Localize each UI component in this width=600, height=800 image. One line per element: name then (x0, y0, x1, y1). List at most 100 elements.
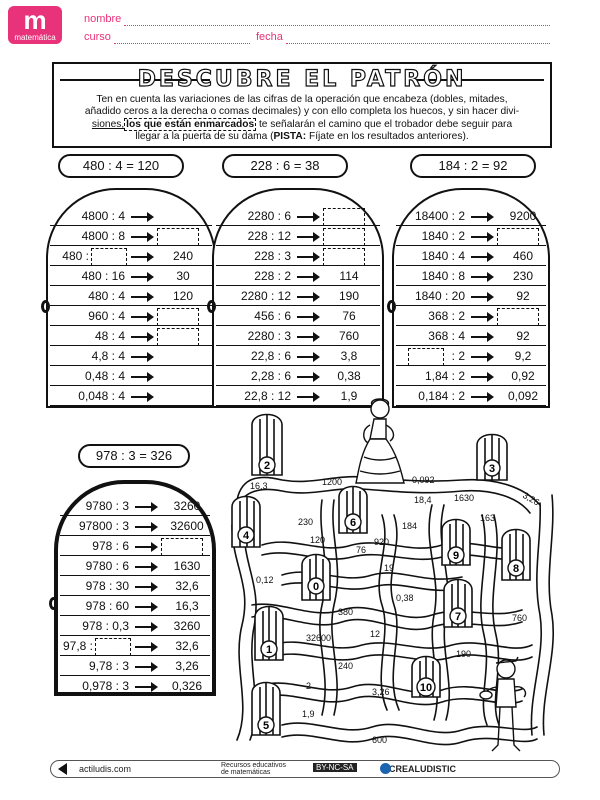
curso-line[interactable] (114, 43, 250, 44)
door-10-number: 10 (420, 682, 432, 694)
nombre-label: nombre (84, 13, 122, 25)
instr-line-4b: PISTA: (273, 131, 307, 143)
fecha-line[interactable] (286, 43, 550, 44)
dividend-divisor: 368 : 2 (428, 309, 465, 323)
curso-label: curso (84, 31, 111, 43)
quotient: 240 (172, 249, 194, 263)
arrow-right-icon (471, 232, 494, 242)
arrow-right-icon (297, 272, 320, 282)
play-icon (380, 763, 391, 774)
troubadour-figure (479, 656, 527, 752)
dividend-divisor: 978 : 0,3 (82, 619, 129, 633)
footer-arrow-icon (58, 763, 67, 775)
footer-site[interactable]: actiludis.com (79, 764, 132, 774)
maze-label: 76 (356, 545, 366, 555)
arrow-right-icon (135, 582, 158, 592)
dividend-divisor: 456 : 6 (254, 309, 291, 323)
quotient: 16,3 (175, 599, 199, 613)
answer-box[interactable] (323, 208, 365, 226)
quotient: 76 (342, 309, 356, 323)
arrow-right-icon (297, 392, 320, 402)
dividend-divisor: 1,84 : 2 (424, 369, 465, 383)
table-row: 978 : 6 (60, 536, 210, 556)
title-rule-right (412, 79, 544, 81)
door-5-number: 5 (263, 720, 269, 732)
table-2-header: 228 : 6 = 38 (222, 154, 348, 178)
dividend-divisor: 97,8 : (62, 639, 93, 653)
maze-label: 3,26 (372, 687, 390, 697)
quotient: 0,326 (171, 679, 203, 693)
table-3-header: 184 : 2 = 92 (410, 154, 536, 178)
answer-box[interactable] (91, 248, 127, 266)
arrow-right-icon (297, 352, 320, 362)
quotient: 120 (172, 289, 194, 303)
answer-box[interactable] (497, 308, 539, 326)
quotient: 3260 (173, 499, 201, 513)
quotient: 760 (338, 329, 360, 343)
quotient: 32600 (170, 519, 204, 533)
instr-line-3c: te señalarán el camino que el trobador d… (256, 118, 513, 130)
arrow-right-icon (135, 642, 158, 652)
footer: actiludis.com Recursos educativos de mat… (50, 760, 560, 778)
maze-label: 1630 (454, 493, 474, 503)
quotient: 0,38 (337, 369, 361, 383)
maze-label: 18,4 (414, 495, 432, 505)
quotient: 3260 (173, 619, 201, 633)
arrow-right-icon (297, 332, 320, 342)
quotient: 30 (176, 269, 190, 283)
answer-box[interactable] (95, 638, 131, 656)
maze-label: 760 (512, 613, 527, 623)
quotient: 114 (339, 269, 359, 283)
arrow-right-icon (131, 372, 154, 382)
dividend-divisor: 2280 : 3 (247, 329, 291, 343)
answer-box[interactable] (157, 328, 199, 346)
logo-word: matemática (14, 33, 56, 42)
dividend-divisor: 480 : (62, 249, 89, 263)
maze-label: 230 (298, 517, 313, 527)
table-row: 456 : 6 76 (216, 306, 380, 326)
nombre-line[interactable] (124, 25, 550, 26)
arrow-right-icon (135, 542, 158, 552)
dividend-divisor: 1840 : 4 (421, 249, 465, 263)
footer-brand[interactable]: CREALUDISTIC (389, 764, 456, 774)
answer-box[interactable] (161, 538, 203, 556)
door-0-number: 0 (313, 581, 319, 593)
instr-line-4a: llegar a la puerta de su dama ( (135, 131, 274, 143)
arrow-right-icon (131, 292, 154, 302)
arrow-right-icon (131, 352, 154, 362)
arrow-right-icon (297, 252, 320, 262)
answer-box[interactable] (497, 228, 539, 246)
table-row: 480 : 240 (50, 246, 212, 266)
dividend-divisor: 0,184 : 2 (418, 389, 465, 403)
table-row: 2280 : 3 760 (216, 326, 380, 346)
arrow-right-icon (471, 292, 494, 302)
answer-box[interactable] (408, 348, 444, 366)
answer-box[interactable] (323, 228, 365, 246)
table-row: 0,048 : 4 (50, 386, 212, 406)
arrow-right-icon (471, 332, 494, 342)
license-badge[interactable]: BY-NC-SA (313, 763, 357, 772)
arrow-right-icon (297, 232, 320, 242)
maze-label: 163 (480, 513, 495, 523)
arrow-right-icon (471, 252, 494, 262)
table-row: 4800 : 4 (50, 206, 212, 226)
answer-box[interactable] (323, 248, 365, 266)
table-row: 97,8 :32,6 (60, 636, 210, 656)
maze-label: 120 (310, 535, 325, 545)
quotient: 92 (516, 329, 530, 343)
maze-label: 2 (306, 681, 311, 691)
instr-line-3a: siones, (91, 118, 125, 130)
table-3-door (392, 188, 550, 408)
answer-box[interactable] (157, 228, 199, 246)
arrow-right-icon (471, 312, 494, 322)
instructions-title: DESCUBRE EL PATRÓN (137, 66, 467, 92)
answer-box[interactable] (157, 308, 199, 326)
